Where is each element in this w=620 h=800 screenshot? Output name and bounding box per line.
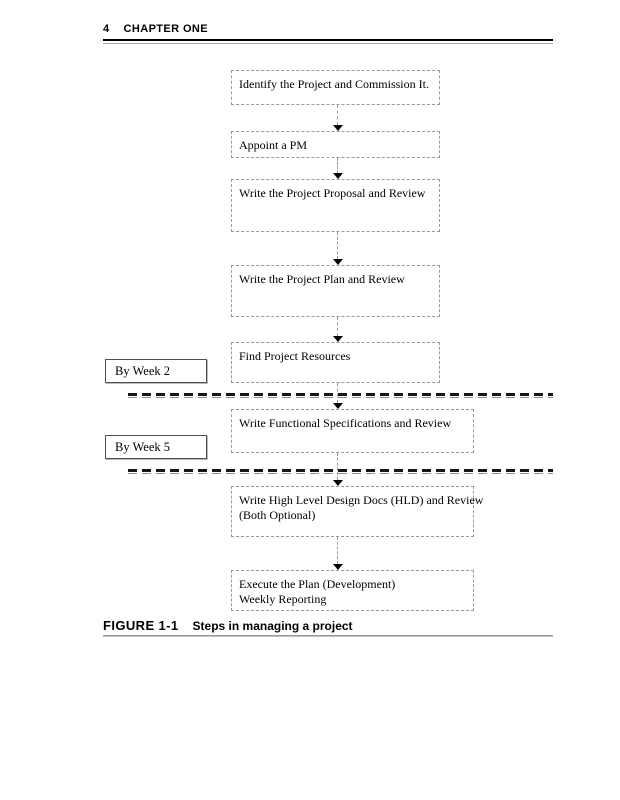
header-rule xyxy=(103,39,553,41)
step-label: Write the Project Plan and Review xyxy=(239,272,405,286)
arrow-head xyxy=(332,564,343,570)
figure-title: Steps in managing a project xyxy=(192,619,353,633)
arrow-down-icon xyxy=(332,537,343,570)
step-label: Write High Level Design Docs (HLD) and R… xyxy=(239,493,484,507)
flow-step-project-plan: Write the Project Plan and Review xyxy=(231,265,440,317)
step-label-line2: (Both Optional) xyxy=(239,508,316,522)
arrow-shaft xyxy=(337,453,338,480)
step-label: Find Project Resources xyxy=(239,349,351,363)
arrow-down-icon xyxy=(332,105,343,131)
milestone-divider-week5 xyxy=(128,469,553,474)
arrow-down-icon xyxy=(332,158,343,179)
flow-step-project-proposal: Write the Project Proposal and Review xyxy=(231,179,440,232)
divider-dashes xyxy=(128,469,553,472)
figure-caption: FIGURE 1-1 Steps in managing a project xyxy=(103,617,353,635)
flow-step-appoint-pm: Appoint a PM xyxy=(231,131,440,158)
flow-step-find-resources: Find Project Resources xyxy=(231,342,440,383)
page-number: 4 xyxy=(103,23,110,35)
milestone-divider-week2 xyxy=(128,393,553,398)
step-label: Execute the Plan (Development) xyxy=(239,577,396,591)
milestone-label-week5: By Week 5 xyxy=(105,435,207,459)
arrow-down-icon xyxy=(332,453,343,486)
caption-rule xyxy=(103,635,553,637)
arrow-head xyxy=(332,480,343,486)
arrow-shaft xyxy=(337,158,338,173)
arrow-head xyxy=(332,173,343,179)
figure-label: FIGURE 1-1 xyxy=(103,618,179,633)
arrow-head xyxy=(332,336,343,342)
step-label-line2: Weekly Reporting xyxy=(239,592,327,606)
milestone-text: By Week 5 xyxy=(115,439,171,454)
arrow-shaft xyxy=(337,317,338,336)
step-label: Appoint a PM xyxy=(239,138,308,152)
arrow-shaft xyxy=(337,105,338,125)
milestone-label-week2: By Week 2 xyxy=(105,359,207,383)
arrow-down-icon xyxy=(332,317,343,342)
running-head: 4 CHAPTER ONE xyxy=(103,23,208,35)
step-label: Write the Project Proposal and Review xyxy=(239,186,426,200)
milestone-text: By Week 2 xyxy=(115,363,171,378)
arrow-head xyxy=(332,125,343,131)
divider-dashes-echo xyxy=(128,397,553,398)
flow-step-functional-specs: Write Functional Specifications and Revi… xyxy=(231,409,474,453)
arrow-head xyxy=(332,403,343,409)
arrow-down-icon xyxy=(332,232,343,265)
arrow-shaft xyxy=(337,232,338,259)
divider-dashes-echo xyxy=(128,473,553,474)
arrow-head xyxy=(332,259,343,265)
step-label: Write Functional Specifications and Revi… xyxy=(239,416,452,430)
arrow-shaft xyxy=(337,537,338,564)
chapter-title: CHAPTER ONE xyxy=(123,23,208,35)
header-rule-shadow xyxy=(103,43,553,44)
divider-dashes xyxy=(128,393,553,396)
flow-step-hld-docs: Write High Level Design Docs (HLD) and R… xyxy=(231,486,484,537)
flow-step-execute-plan: Execute the Plan (Development) Weekly Re… xyxy=(231,570,474,611)
step-label: Identify the Project and Commission It. xyxy=(239,77,429,91)
flow-step-identify-project: Identify the Project and Commission It. xyxy=(231,70,440,105)
